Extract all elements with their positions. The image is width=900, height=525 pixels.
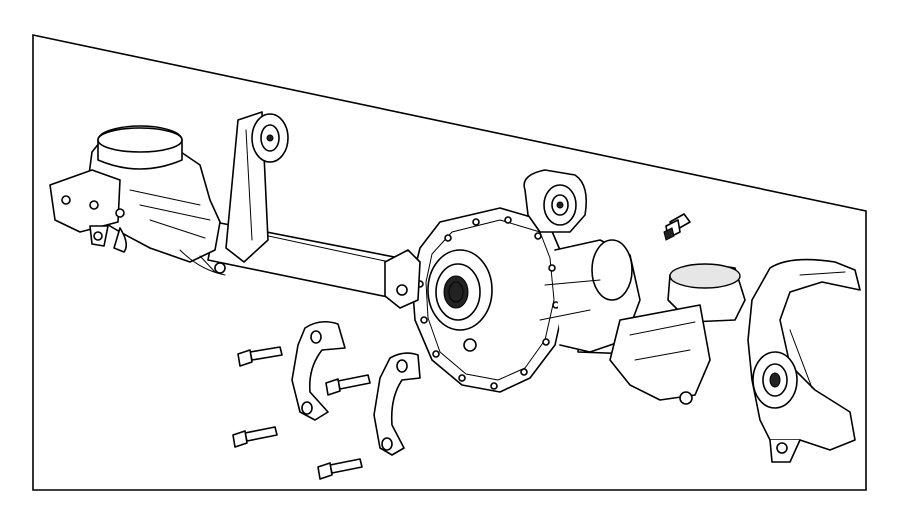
bearing-cap-bolt bbox=[232, 426, 278, 448]
left-knuckle bbox=[49, 125, 226, 276]
bearing-cap-bolt bbox=[325, 374, 371, 396]
bearing-cap-bolt bbox=[237, 346, 283, 367]
right-knuckle bbox=[609, 258, 861, 463]
vent-fitting bbox=[663, 213, 691, 241]
differential-housing bbox=[384, 169, 641, 393]
bearing-cap-bolt bbox=[317, 458, 363, 480]
upper-link-bracket bbox=[225, 111, 289, 263]
bearing-cap bbox=[291, 320, 346, 421]
bearing-cap bbox=[373, 352, 421, 456]
axle-housing bbox=[49, 111, 861, 463]
diagram-frame bbox=[32, 34, 867, 491]
